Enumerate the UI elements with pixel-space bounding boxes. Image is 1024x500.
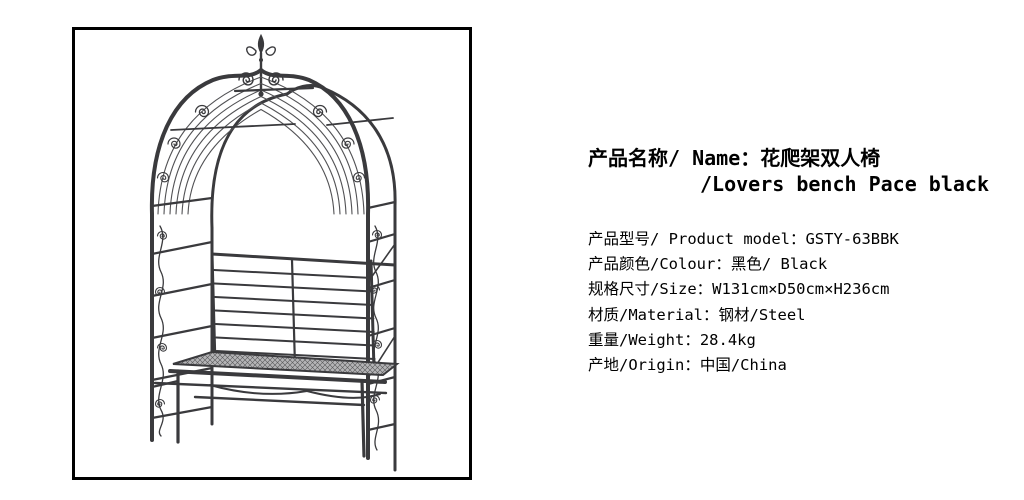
spec-material: 材质/Material：钢材/Steel xyxy=(588,305,806,324)
backrest-slats xyxy=(213,269,376,360)
product-info: 产品名称/ Name：花爬架双人椅 /Lovers bench Pace bla… xyxy=(588,145,1008,378)
seat-mesh xyxy=(172,350,400,377)
bench xyxy=(150,252,400,458)
product-title-line1: 产品名称/ Name：花爬架双人椅 xyxy=(588,146,881,170)
arch-wire-fan xyxy=(157,76,365,215)
product-title-line2: /Lovers bench Pace black xyxy=(700,172,989,196)
spec-origin: 产地/Origin：中国/China xyxy=(588,356,787,375)
spec-weight: 重量/Weight：28.4kg xyxy=(588,330,756,349)
product-title: 产品名称/ Name：花爬架双人椅 /Lovers bench Pace bla… xyxy=(588,145,1008,197)
left-column xyxy=(150,212,214,442)
spec-product-model: 产品型号/ Product model：GSTY-63BBK xyxy=(588,230,899,248)
product-photo-arch-bench-image xyxy=(149,33,400,472)
arch-structure xyxy=(149,33,400,472)
spec-colour: 产品颜色/Colour：黑色/ Black xyxy=(588,255,828,274)
finial xyxy=(246,33,276,98)
product-image-frame xyxy=(72,27,472,480)
product-specs: 产品型号/ Product model：GSTY-63BBK 产品颜色/Colo… xyxy=(588,227,1008,378)
spec-size: 规格尺寸/Size：W131cm×D50cm×H236cm xyxy=(588,280,890,299)
